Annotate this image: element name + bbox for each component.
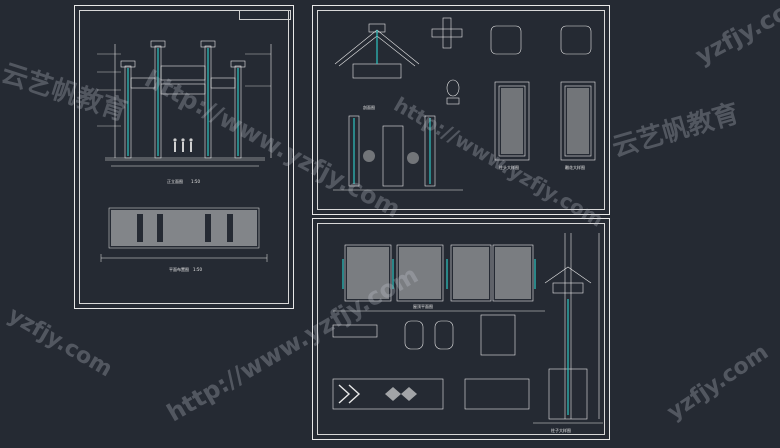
roof-plan-title: 屋顶平面图: [413, 304, 433, 309]
plan-title: 平面布置图: [169, 267, 189, 272]
elevation-scale: 1:50: [191, 179, 200, 184]
plan-scale: 1:50: [193, 267, 202, 272]
watermark-url: yzfjy.com: [690, 0, 780, 71]
sheet-border: [317, 10, 605, 210]
sheet-border: [79, 10, 289, 304]
elevation-title: 正立面图: [167, 179, 183, 184]
detail-title-2: 雕花大样图: [565, 165, 585, 170]
sheet-border: [317, 223, 605, 435]
drawing-sheet-top-right: 剖面图 柱头大样图 雕花大样图: [312, 5, 610, 215]
detail-drawings: [333, 17, 596, 191]
drawing-sheet-left: 正立面图 1:50 平面布置图 1:50: [74, 5, 294, 309]
drawing-sheet-bottom-right: 屋顶平面图 柱子大样图: [312, 218, 610, 440]
detail-title-1: 柱头大样图: [499, 165, 519, 170]
title-block: [239, 10, 291, 20]
watermark-brand: 云艺帆教育: [609, 98, 743, 164]
watermark-url: yzfjy.com: [662, 339, 774, 426]
column-detail-title: 柱子大样图: [551, 428, 571, 433]
plan-and-column-drawings: [332, 233, 603, 424]
watermark-url: yzfjy.com: [3, 302, 117, 383]
archway-elevation-drawing: [97, 40, 272, 262]
section-title: 剖面图: [363, 105, 375, 110]
